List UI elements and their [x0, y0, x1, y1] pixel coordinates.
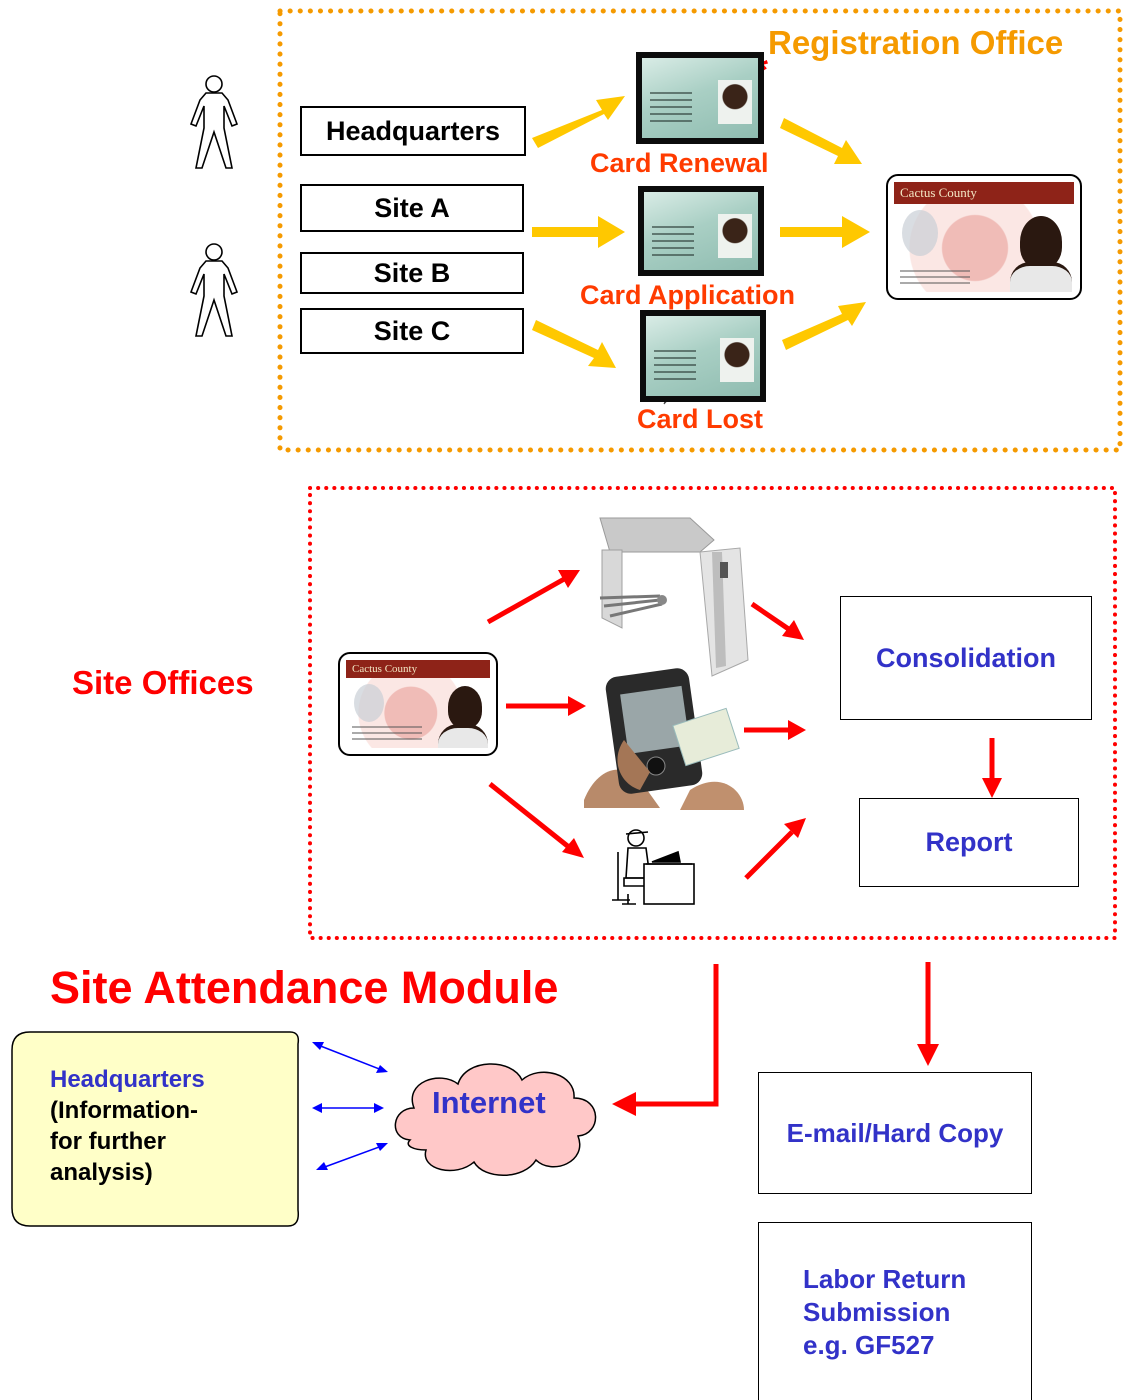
arrow-lost-to-card [782, 302, 866, 350]
card-header-text: Cactus County [894, 182, 1074, 204]
module-title: Site Attendance Module [50, 962, 559, 1013]
registration-office-title: Registration Office [768, 24, 1064, 61]
headquarters-box-shape [11, 1031, 300, 1227]
source-label: Headquarters [325, 115, 501, 146]
labor-return-line: e.g. GF527 [803, 1330, 935, 1360]
headquarters-line: analysis) [50, 1159, 153, 1186]
email-hard-copy-label: E-mail/Hard Copy [786, 1117, 1004, 1148]
arrow-application-to-card [780, 216, 870, 248]
smart-card-image: Cactus County [338, 652, 498, 756]
source-site-c: Site C [300, 308, 524, 354]
id-card-lost [640, 310, 766, 402]
arrow-renewal-to-card [780, 118, 862, 164]
consolidation-label: Consolidation [876, 642, 1056, 673]
source-site-a: Site A [300, 184, 524, 232]
source-label: Site C [373, 315, 451, 346]
person-icon [189, 75, 239, 169]
arrow-site-a-to-application [532, 216, 625, 248]
turnstile-icon [599, 517, 749, 677]
headquarters-box: Headquarters (Information- for further a… [50, 1064, 290, 1188]
source-site-b: Site B [300, 252, 524, 294]
labor-return-line: Labor Return [803, 1264, 967, 1294]
id-card-renewal [636, 52, 764, 144]
source-headquarters: Headquarters [300, 106, 526, 156]
source-label: Site A [374, 192, 450, 223]
card-lost-label: Card Lost [637, 404, 764, 434]
card-renewal-label: Card Renewal [590, 148, 769, 178]
email-hard-copy-box: E-mail/Hard Copy [758, 1072, 1032, 1194]
clerk-at-desk-icon [612, 829, 695, 905]
headquarters-line: for further [50, 1128, 166, 1155]
blue-double-arrows [312, 1042, 388, 1170]
arrow-site-c-to-lost [532, 320, 616, 368]
registration-office-border [277, 8, 1123, 453]
site-offices-border [308, 486, 1117, 940]
labor-return-line: Submission [803, 1297, 951, 1327]
labor-return-text: Labor Return Submission e.g. GF527 [803, 1263, 966, 1362]
labor-return-box: Labor Return Submission e.g. GF527 [758, 1222, 1032, 1400]
report-box: Report [859, 798, 1079, 887]
card-header-text: Cactus County [346, 660, 490, 678]
site-offices-title: Site Offices [72, 664, 254, 701]
report-label: Report [925, 827, 1013, 857]
yellow-arrows [532, 96, 870, 368]
headquarters-line: (Information- [50, 1097, 198, 1124]
person-icon [189, 243, 239, 337]
arrow-hq-to-renewal [532, 96, 625, 148]
internet-cloud [394, 1063, 597, 1176]
smart-card-image: Cactus County [886, 174, 1082, 300]
red-arrows [486, 570, 1002, 1116]
id-card-application [638, 186, 764, 276]
handheld-reader-icon [584, 668, 744, 810]
source-label: Site B [373, 257, 451, 288]
headquarters-title: Headquarters [50, 1066, 205, 1093]
card-application-label: Card Application [580, 280, 796, 310]
internet-label: Internet [432, 1085, 546, 1120]
consolidation-box: Consolidation [840, 596, 1092, 720]
